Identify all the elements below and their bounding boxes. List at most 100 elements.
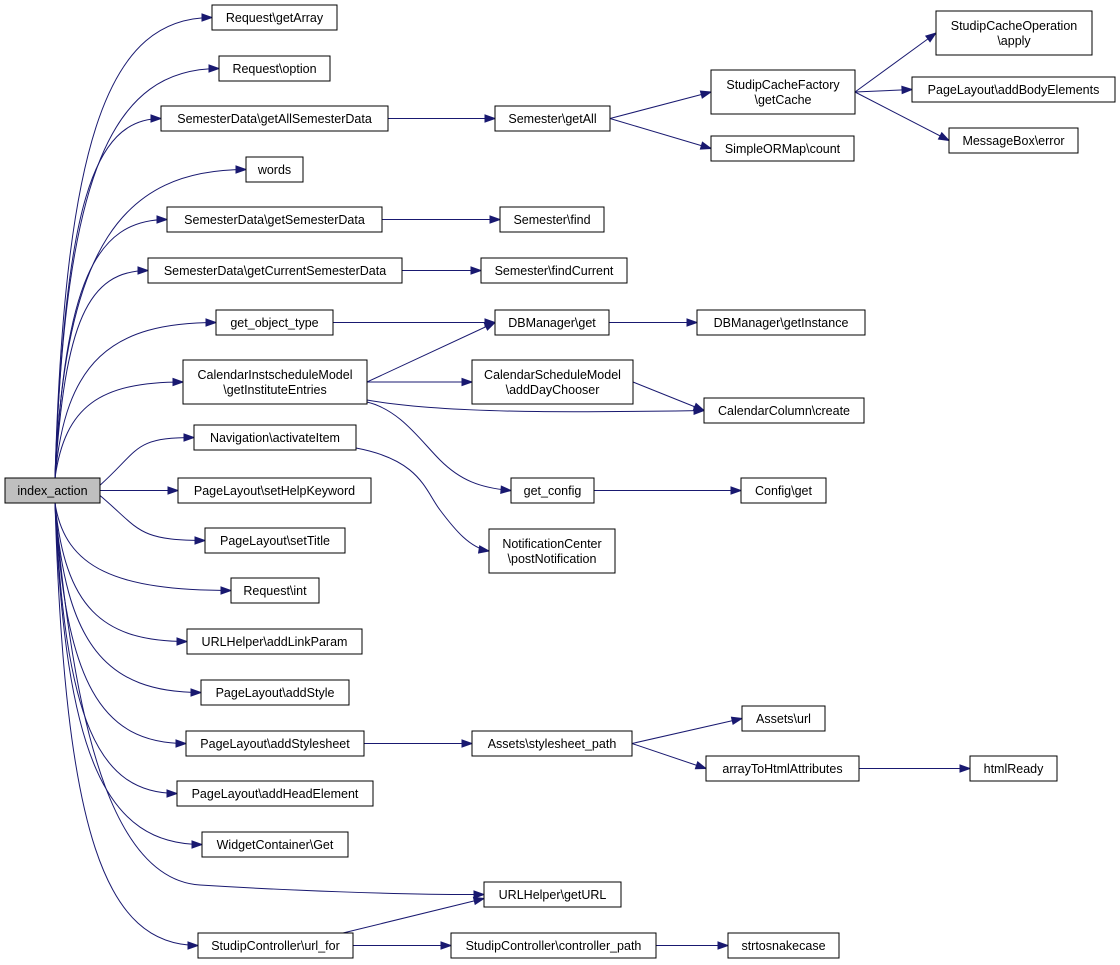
node-box	[185, 730, 365, 757]
edge-assets-sheet-to-arr-html-arrowhead	[694, 761, 708, 770]
edge-index-action-to-sc-url-for	[54, 502, 199, 946]
node-index-action[interactable]: index_action	[4, 477, 101, 504]
node-box	[494, 309, 610, 336]
edge-pl-addSheet-to-assets-sheet-arrowhead	[461, 739, 474, 748]
edge-nav-activate-to-notif	[355, 447, 490, 552]
node-cal-sched[interactable]: CalendarScheduleModel\addDayChooser	[471, 359, 634, 405]
node-pl-title[interactable]: PageLayout\setTitle	[204, 527, 346, 554]
node-box	[483, 881, 622, 908]
node-url-addLink[interactable]: URLHelper\addLinkParam	[186, 628, 363, 655]
node-box	[488, 528, 616, 574]
node-label: strtosnakecase	[741, 939, 825, 953]
node-assets-sheet[interactable]: Assets\stylesheet_path	[471, 730, 633, 757]
node-pl-addHead[interactable]: PageLayout\addHeadElement	[176, 780, 374, 807]
node-db-inst[interactable]: DBManager\getInstance	[696, 309, 866, 336]
node-config-get[interactable]: Config\get	[740, 477, 827, 504]
node-box	[727, 932, 840, 959]
node-box	[182, 359, 368, 405]
node-label: \apply	[997, 34, 1031, 48]
node-msg-error[interactable]: MessageBox\error	[948, 127, 1079, 154]
edge-cal-inst-to-db-get-arrowhead	[483, 321, 497, 331]
node-label: SemesterData\getCurrentSemesterData	[164, 264, 386, 278]
edge-index-action-to-widget-get	[54, 502, 203, 845]
edge-index-action-to-pl-addSheet	[54, 502, 187, 744]
node-db-get[interactable]: DBManager\get	[494, 309, 610, 336]
edge-cal-inst-to-cal-col	[366, 399, 705, 413]
node-pl-addSheet[interactable]: PageLayout\addStylesheet	[185, 730, 365, 757]
edge-get-config-to-config-get-arrowhead	[730, 486, 743, 495]
node-label: words	[257, 163, 291, 177]
node-label: \getCache	[755, 93, 812, 107]
node-widget-get[interactable]: WidgetContainer\Get	[201, 831, 349, 858]
edge-sd-getSem-to-sem-find-arrowhead	[489, 215, 502, 224]
edge-index-action-to-req-int	[54, 502, 232, 591]
node-assets-url[interactable]: Assets\url	[741, 705, 826, 732]
node-get-object-type[interactable]: get_object_type	[215, 309, 334, 336]
node-box	[911, 76, 1116, 103]
edge-cache-factory-to-msg-error-arrowhead	[937, 131, 951, 142]
node-label: PageLayout\addStyle	[216, 686, 335, 700]
node-box	[494, 105, 611, 132]
node-cache-apply[interactable]: StudipCacheOperation\apply	[935, 10, 1093, 56]
node-label: URLHelper\addLinkParam	[202, 635, 348, 649]
node-sd-getAll[interactable]: SemesterData\getAllSemesterData	[160, 105, 389, 132]
node-label: CalendarColumn\create	[718, 404, 850, 418]
node-get-config[interactable]: get_config	[510, 477, 595, 504]
node-orm-count[interactable]: SimpleORMap\count	[710, 135, 855, 162]
node-pl-help[interactable]: PageLayout\setHelpKeyword	[177, 477, 372, 504]
edge-cal-inst-to-cal-sched-arrowhead	[461, 377, 474, 387]
edge-cache-factory-to-cache-apply	[854, 32, 937, 93]
node-req-int[interactable]: Request\int	[230, 577, 320, 604]
node-sem-findCur[interactable]: Semester\findCurrent	[480, 257, 628, 284]
node-cal-col[interactable]: CalendarColumn\create	[703, 397, 865, 424]
node-box	[703, 397, 865, 424]
node-sc-url-for[interactable]: StudipController\url_for	[197, 932, 354, 959]
node-sc-ctrl-path[interactable]: StudipController\controller_path	[450, 932, 657, 959]
node-sd-getSem[interactable]: SemesterData\getSemesterData	[166, 206, 383, 233]
edge-db-get-to-db-inst-arrowhead	[686, 318, 699, 327]
edge-index-action-to-cal-inst-arrowhead	[172, 377, 185, 387]
edge-index-action-to-url-addLink	[54, 502, 188, 642]
node-html-ready[interactable]: htmlReady	[969, 755, 1058, 782]
edge-cache-factory-to-msg-error	[854, 91, 950, 141]
node-box	[230, 577, 320, 604]
node-pl-addStyle[interactable]: PageLayout\addStyle	[200, 679, 350, 706]
node-cache-factory[interactable]: StudipCacheFactory\getCache	[710, 69, 856, 115]
node-box	[480, 257, 628, 284]
node-pl-body[interactable]: PageLayout\addBodyElements	[911, 76, 1116, 103]
edge-cal-inst-to-get-config	[366, 401, 512, 491]
node-words[interactable]: words	[245, 156, 304, 183]
edge-sc-url-for-to-url-getURL	[342, 898, 485, 934]
edge-index-action-to-cal-inst	[54, 381, 184, 479]
node-sem-getAll[interactable]: Semester\getAll	[494, 105, 611, 132]
node-box	[710, 69, 856, 115]
node-url-getURL[interactable]: URLHelper\getURL	[483, 881, 622, 908]
node-label: Navigation\activateItem	[210, 431, 340, 445]
node-box	[166, 206, 383, 233]
node-req-getArray[interactable]: Request\getArray	[211, 4, 338, 31]
node-cal-inst[interactable]: CalendarInstscheduleModel\getInstituteEn…	[182, 359, 368, 405]
node-box	[935, 10, 1093, 56]
edge-sem-getAll-to-orm-count-arrowhead	[699, 141, 713, 150]
node-box	[176, 780, 374, 807]
node-box	[948, 127, 1079, 154]
node-nav-activate[interactable]: Navigation\activateItem	[193, 424, 357, 451]
node-label: DBManager\get	[508, 316, 596, 330]
node-sem-find[interactable]: Semester\find	[499, 206, 605, 233]
node-label: Request\int	[243, 584, 307, 598]
node-label: NotificationCenter	[502, 537, 601, 551]
edge-index-action-to-nav-activate	[99, 437, 195, 486]
node-arr-html[interactable]: arrayToHtmlAttributes	[705, 755, 860, 782]
node-strtosnake[interactable]: strtosnakecase	[727, 932, 840, 959]
node-req-option[interactable]: Request\option	[218, 55, 331, 82]
node-label: arrayToHtmlAttributes	[722, 762, 842, 776]
edge-index-action-to-req-getArray	[54, 17, 213, 479]
node-box	[705, 755, 860, 782]
node-notif[interactable]: NotificationCenter\postNotification	[488, 528, 616, 574]
edge-arr-html-to-html-ready-arrowhead	[959, 764, 972, 773]
node-box	[471, 359, 634, 405]
node-sd-getCur[interactable]: SemesterData\getCurrentSemesterData	[147, 257, 403, 284]
node-box	[200, 679, 350, 706]
edge-index-action-to-get-object-type	[54, 322, 217, 479]
edge-index-action-to-url-getURL-arrowhead	[473, 890, 486, 899]
